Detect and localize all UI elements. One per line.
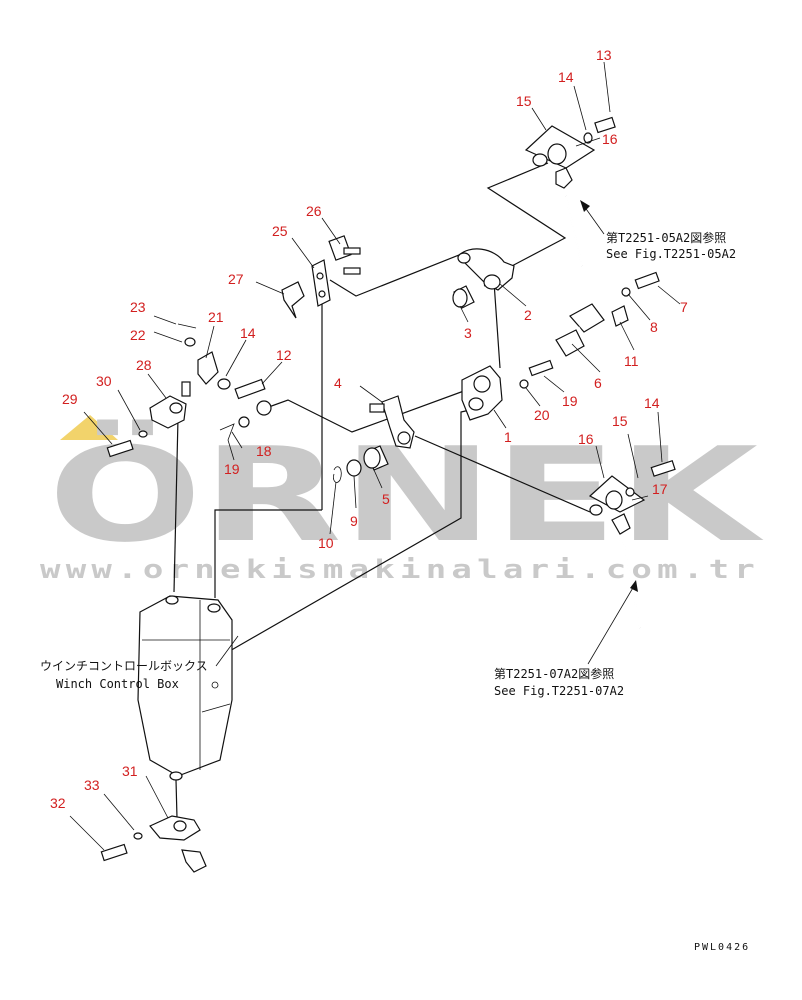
callout-13: 14 <box>240 325 256 341</box>
callout-3: 3 <box>464 325 472 341</box>
bracket-25 <box>281 235 361 319</box>
reference-notes: 第T2251-05A2図参照 See Fig.T2251-05A2 第T2251… <box>40 230 736 698</box>
rod-end-12 <box>217 378 272 428</box>
callout-17: 16 <box>602 131 618 147</box>
callout-2: 2 <box>524 307 532 323</box>
callout-1: 1 <box>504 429 512 445</box>
lever-4 <box>369 395 415 449</box>
callout-9: 9 <box>350 513 358 529</box>
callout-26: 26 <box>306 203 322 219</box>
rod-end-bottom <box>588 460 676 535</box>
callout-15: 14 <box>558 69 574 85</box>
callout-15b: 15 <box>612 413 628 429</box>
callout-17b: 17 <box>652 481 668 497</box>
callout-24: 23 <box>130 299 146 315</box>
bell-crank-1 <box>461 365 503 421</box>
callout-11: 11 <box>624 353 639 369</box>
callout-32: 32 <box>50 795 66 811</box>
callout-6: 6 <box>594 375 602 391</box>
leader-lines <box>69 61 681 851</box>
callout-18: 18 <box>256 443 272 459</box>
shaft-6 <box>487 271 660 382</box>
callout-30: 30 <box>96 373 112 389</box>
reference-top-jp: 第T2251-05A2図参照 <box>606 230 726 245</box>
reference-bottom-jp: 第T2251-07A2図参照 <box>494 666 614 681</box>
lever-28 <box>106 381 191 458</box>
callout-20: 19 <box>562 393 578 409</box>
component-label-jp: ウインチコントロールボックス <box>40 659 208 673</box>
callout-14b: 14 <box>644 395 660 411</box>
callout-4: 4 <box>334 375 342 391</box>
callout-16b: 16 <box>578 431 594 447</box>
reference-top-en: See Fig.T2251-05A2 <box>606 247 736 261</box>
callout-31: 31 <box>122 763 138 779</box>
watermark-url: www.ornekismakinalari.com.tr <box>40 555 760 585</box>
callout-10: 10 <box>318 535 334 551</box>
component-label-en: Winch Control Box <box>56 677 179 691</box>
callout-16: 15 <box>516 93 532 109</box>
reference-bottom-en: See Fig.T2251-07A2 <box>494 684 624 698</box>
callout-19: 19 <box>224 461 240 477</box>
drawing-code: PWL0426 <box>694 942 750 953</box>
callout-25: 25 <box>272 223 288 239</box>
bushing-5 <box>333 445 389 483</box>
lever-31 <box>100 815 207 873</box>
rod-end-top <box>524 116 616 189</box>
callout-28: 28 <box>136 357 152 373</box>
callout-23: 22 <box>130 327 146 343</box>
callout-8: 8 <box>650 319 658 335</box>
bushing-3 <box>452 285 475 309</box>
callout-labels: 13 14 15 16 26 25 27 2 3 7 8 11 6 19 20 … <box>50 47 688 811</box>
callout-29: 29 <box>62 391 78 407</box>
clevis-22 <box>177 323 235 441</box>
callout-5: 5 <box>382 491 390 507</box>
control-rod-top <box>565 195 583 267</box>
winch-control-box <box>137 595 233 781</box>
callout-27: 27 <box>228 271 244 287</box>
callout-14: 13 <box>596 47 612 63</box>
control-rod-bottom <box>621 533 641 629</box>
bolt-20 <box>519 359 554 389</box>
lever-2 <box>457 248 515 291</box>
callout-33: 33 <box>84 777 100 793</box>
callout-7: 7 <box>680 299 688 315</box>
callout-12: 12 <box>276 347 292 363</box>
callout-21: 20 <box>534 407 550 423</box>
callout-22: 21 <box>208 309 224 325</box>
